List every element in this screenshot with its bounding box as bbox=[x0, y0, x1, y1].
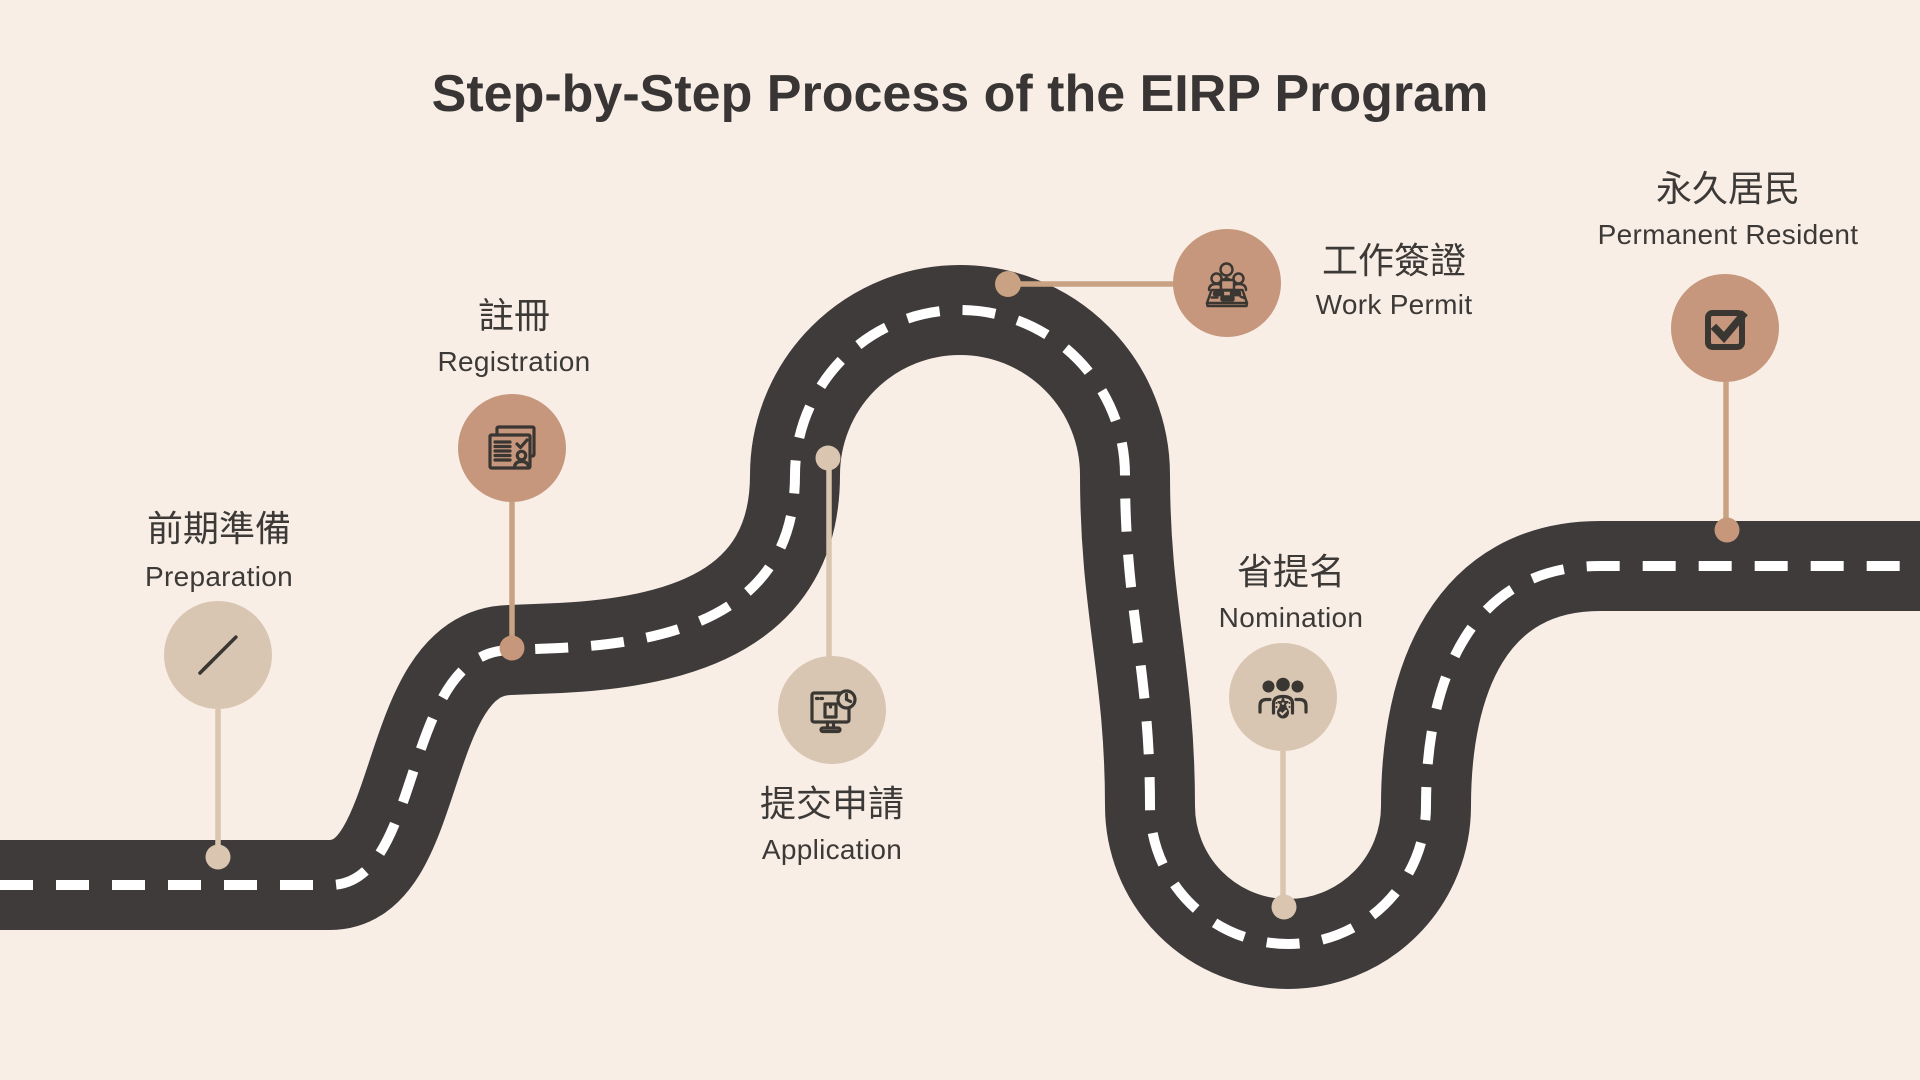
computer-clock-icon bbox=[810, 689, 857, 734]
road-path bbox=[0, 265, 1920, 989]
label-work-permit-en: Work Permit bbox=[1315, 289, 1473, 320]
label-registration-en: Registration bbox=[437, 346, 591, 377]
road-dot-work-permit bbox=[995, 271, 1021, 297]
label-permanent-resident-en: Permanent Resident bbox=[1597, 219, 1859, 250]
id-card-icon bbox=[488, 425, 536, 470]
connector-lines-dark bbox=[509, 281, 1729, 648]
road-dot-nomination bbox=[1271, 894, 1297, 920]
road-dot-permanent-resident bbox=[1714, 517, 1740, 543]
milestone-circle-work-permit bbox=[1173, 229, 1281, 337]
page-title: Step-by-Step Process of the EIRP Program bbox=[431, 65, 1489, 123]
label-nomination-zh: 省提名 bbox=[1236, 551, 1346, 592]
checkbox-icon bbox=[1705, 310, 1748, 350]
meeting-desk-icon bbox=[1205, 262, 1249, 308]
label-preparation-en: Preparation bbox=[144, 561, 294, 592]
milestone-circle-preparation bbox=[164, 601, 272, 709]
label-preparation-zh: 前期準備 bbox=[146, 508, 292, 549]
milestone-circle-registration bbox=[458, 394, 566, 502]
team-star-icon bbox=[1258, 677, 1308, 719]
label-application-zh: 提交申請 bbox=[759, 783, 905, 824]
pencil-icon bbox=[198, 635, 238, 675]
label-registration-zh: 註冊 bbox=[477, 295, 551, 336]
label-nomination-en: Nomination bbox=[1218, 602, 1364, 633]
milestone-circle-application bbox=[778, 656, 886, 764]
road-dot-registration bbox=[499, 635, 525, 661]
road-dot-application bbox=[815, 445, 841, 471]
road-centerline bbox=[0, 305, 1920, 949]
milestone-circle-permanent-resident bbox=[1671, 274, 1779, 382]
label-application-en: Application bbox=[761, 834, 903, 865]
connector-lines-light bbox=[215, 458, 1286, 907]
road-dot-preparation bbox=[205, 844, 231, 870]
milestone-circle-nomination bbox=[1229, 643, 1337, 751]
label-permanent-resident-zh: 永久居民 bbox=[1655, 168, 1801, 209]
label-work-permit-zh: 工作簽證 bbox=[1321, 240, 1467, 281]
